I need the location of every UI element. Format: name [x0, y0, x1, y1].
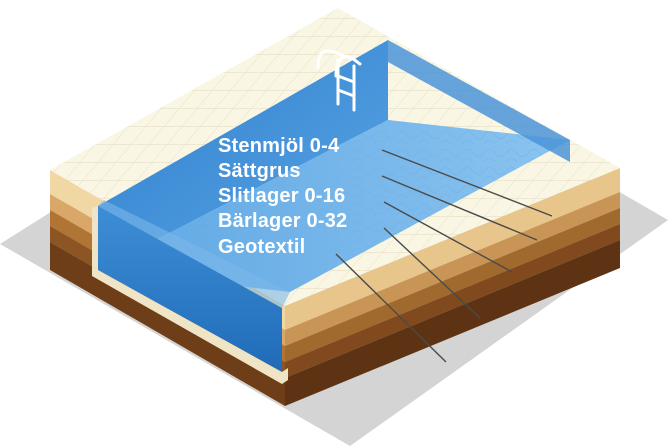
leader-line-barlager	[383, 227, 481, 319]
pool-floor-pattern	[98, 120, 570, 292]
pool-water-front	[98, 206, 282, 372]
leader-line-stenmjol	[381, 149, 553, 217]
pool-ladder	[316, 49, 362, 112]
label-geotextil: Geotextil	[218, 236, 306, 258]
label-slitlager: Slitlager 0-16	[218, 185, 346, 207]
label-barlager: Bärlager 0-32	[218, 210, 348, 232]
right-earth-layers	[285, 168, 620, 406]
leader-lines	[335, 149, 553, 363]
pool-right-wall	[388, 40, 570, 162]
pool-back-wall	[98, 40, 388, 270]
pool-water-cut-top	[98, 200, 290, 308]
leader-line-geotextil	[335, 253, 447, 363]
leader-line-sattgrus	[381, 175, 538, 241]
leader-line-slitlager	[383, 201, 513, 273]
label-sattgrus: Sättgrus	[218, 160, 301, 182]
pool-wall-edge	[92, 206, 288, 384]
label-stenmjol: Stenmjöl 0-4	[218, 135, 340, 157]
